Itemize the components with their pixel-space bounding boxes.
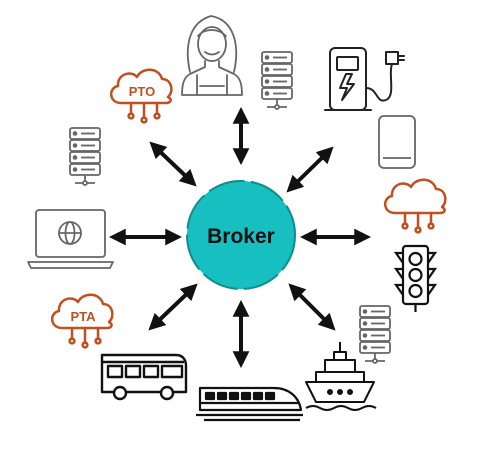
traffic-light-icon — [393, 244, 438, 312]
arrow-pta — [148, 283, 198, 331]
ship-icon — [305, 342, 377, 411]
pta-cloud-icon: PTA — [51, 293, 114, 349]
bus-icon — [100, 353, 188, 401]
arrow-charger — [286, 146, 334, 193]
broker-circle — [186, 180, 296, 290]
cloud-icon-right — [384, 178, 447, 234]
pta-label: PTA — [70, 309, 96, 324]
server-icon-left — [69, 127, 101, 186]
server-icon-top — [261, 51, 293, 110]
arrow-pto — [149, 141, 197, 187]
mobile-device-icon — [378, 115, 416, 169]
server-icon-bottom-right — [359, 305, 391, 364]
laptop-icon — [27, 209, 114, 269]
broker-hub: Broker — [186, 180, 296, 290]
charging-station-icon — [324, 47, 405, 111]
person-icon — [181, 15, 243, 96]
train-icon — [196, 386, 303, 422]
pto-label: PTO — [129, 84, 156, 99]
pto-cloud-icon: PTO — [110, 68, 173, 124]
arrows — [108, 106, 372, 369]
arrow-ship — [288, 283, 336, 331]
broker-label: Broker — [207, 225, 275, 248]
